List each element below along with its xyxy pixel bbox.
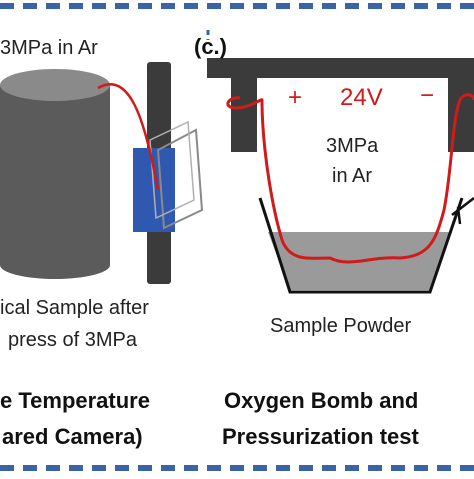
- c-caption-1: Oxygen Bomb and: [224, 388, 419, 413]
- top-plate: [207, 58, 474, 78]
- b-pressure-label: 3MPa in Ar: [0, 37, 98, 59]
- minus-sign: −: [420, 82, 435, 109]
- crucible: [258, 197, 464, 294]
- probe-stick: [451, 197, 474, 216]
- probe-tick: [456, 206, 462, 225]
- left-post: [231, 78, 257, 152]
- ignition-wire: [226, 93, 474, 264]
- voltage-label: 24V: [340, 84, 383, 111]
- transparent-sample-plate-back: [149, 120, 195, 220]
- b-caption-2: ared Camera): [2, 424, 143, 449]
- pressure-line-2: in Ar: [332, 165, 373, 187]
- b-sample-caption-2: press of 3MPa: [8, 329, 137, 351]
- b-sample-caption-1: ical Sample after: [0, 297, 149, 319]
- panel-c-label: (c.): [194, 34, 227, 59]
- plus-sign: +: [288, 84, 303, 111]
- red-wire-left: [97, 83, 160, 191]
- c-caption-2: Pressurization test: [222, 424, 419, 449]
- transparent-sample-plate: [156, 128, 204, 230]
- cylinder-sample: [0, 69, 110, 279]
- b-caption-1: e Temperature: [0, 388, 150, 413]
- sample-powder-label: Sample Powder: [270, 315, 412, 337]
- pressure-line-1: 3MPa: [326, 135, 379, 157]
